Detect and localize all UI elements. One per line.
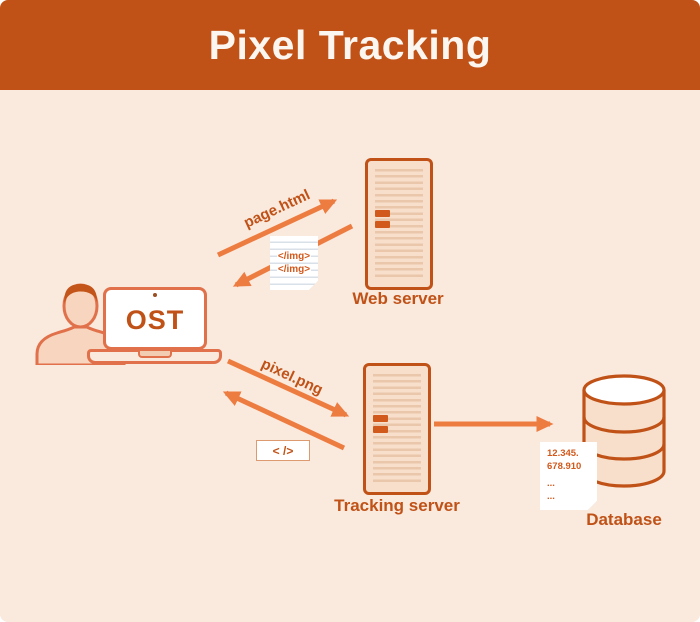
- code-box: < />: [256, 440, 310, 461]
- tracking-server-icon: [363, 363, 431, 495]
- laptop-notch-icon: [137, 351, 172, 358]
- flow-arrows: [216, 198, 554, 451]
- img-tag-text: </img>: [277, 263, 311, 275]
- img-tag-text: </img>: [277, 250, 311, 262]
- arrow-page-request: [216, 198, 338, 258]
- web-server-label: Web server: [352, 289, 444, 308]
- record-line: ...: [547, 478, 555, 489]
- db-record-document-icon: 12.345. 678.910 ... ...: [540, 442, 597, 510]
- arrow-pixel-response: [222, 390, 346, 451]
- server-led-icon: [373, 426, 388, 433]
- page-title: Pixel Tracking: [208, 21, 492, 68]
- html-snippet-document-icon: </img> </img>: [270, 236, 318, 290]
- header: Pixel Tracking: [0, 0, 700, 90]
- code-box-label: < />: [272, 443, 294, 458]
- record-line: 678.910: [547, 460, 582, 472]
- laptop-icon: OST: [103, 287, 207, 350]
- diagram-canvas: page.html pixel.png OST Web server T: [0, 90, 700, 622]
- database-icon: [582, 374, 666, 488]
- database-label: Database: [586, 510, 662, 529]
- record-line: 12.345.: [547, 448, 579, 459]
- server-led-icon: [375, 210, 390, 217]
- laptop-base-icon: [87, 349, 222, 364]
- server-led-icon: [373, 415, 388, 422]
- web-server-icon: [365, 158, 433, 290]
- arrow-pixel-request: [226, 358, 350, 418]
- tracking-server-label: Tracking server: [334, 496, 460, 515]
- webcam-dot-icon: [153, 293, 157, 297]
- laptop-screen-label: OST: [125, 305, 185, 335]
- server-led-icon: [375, 221, 390, 228]
- record-line: ...: [547, 490, 555, 502]
